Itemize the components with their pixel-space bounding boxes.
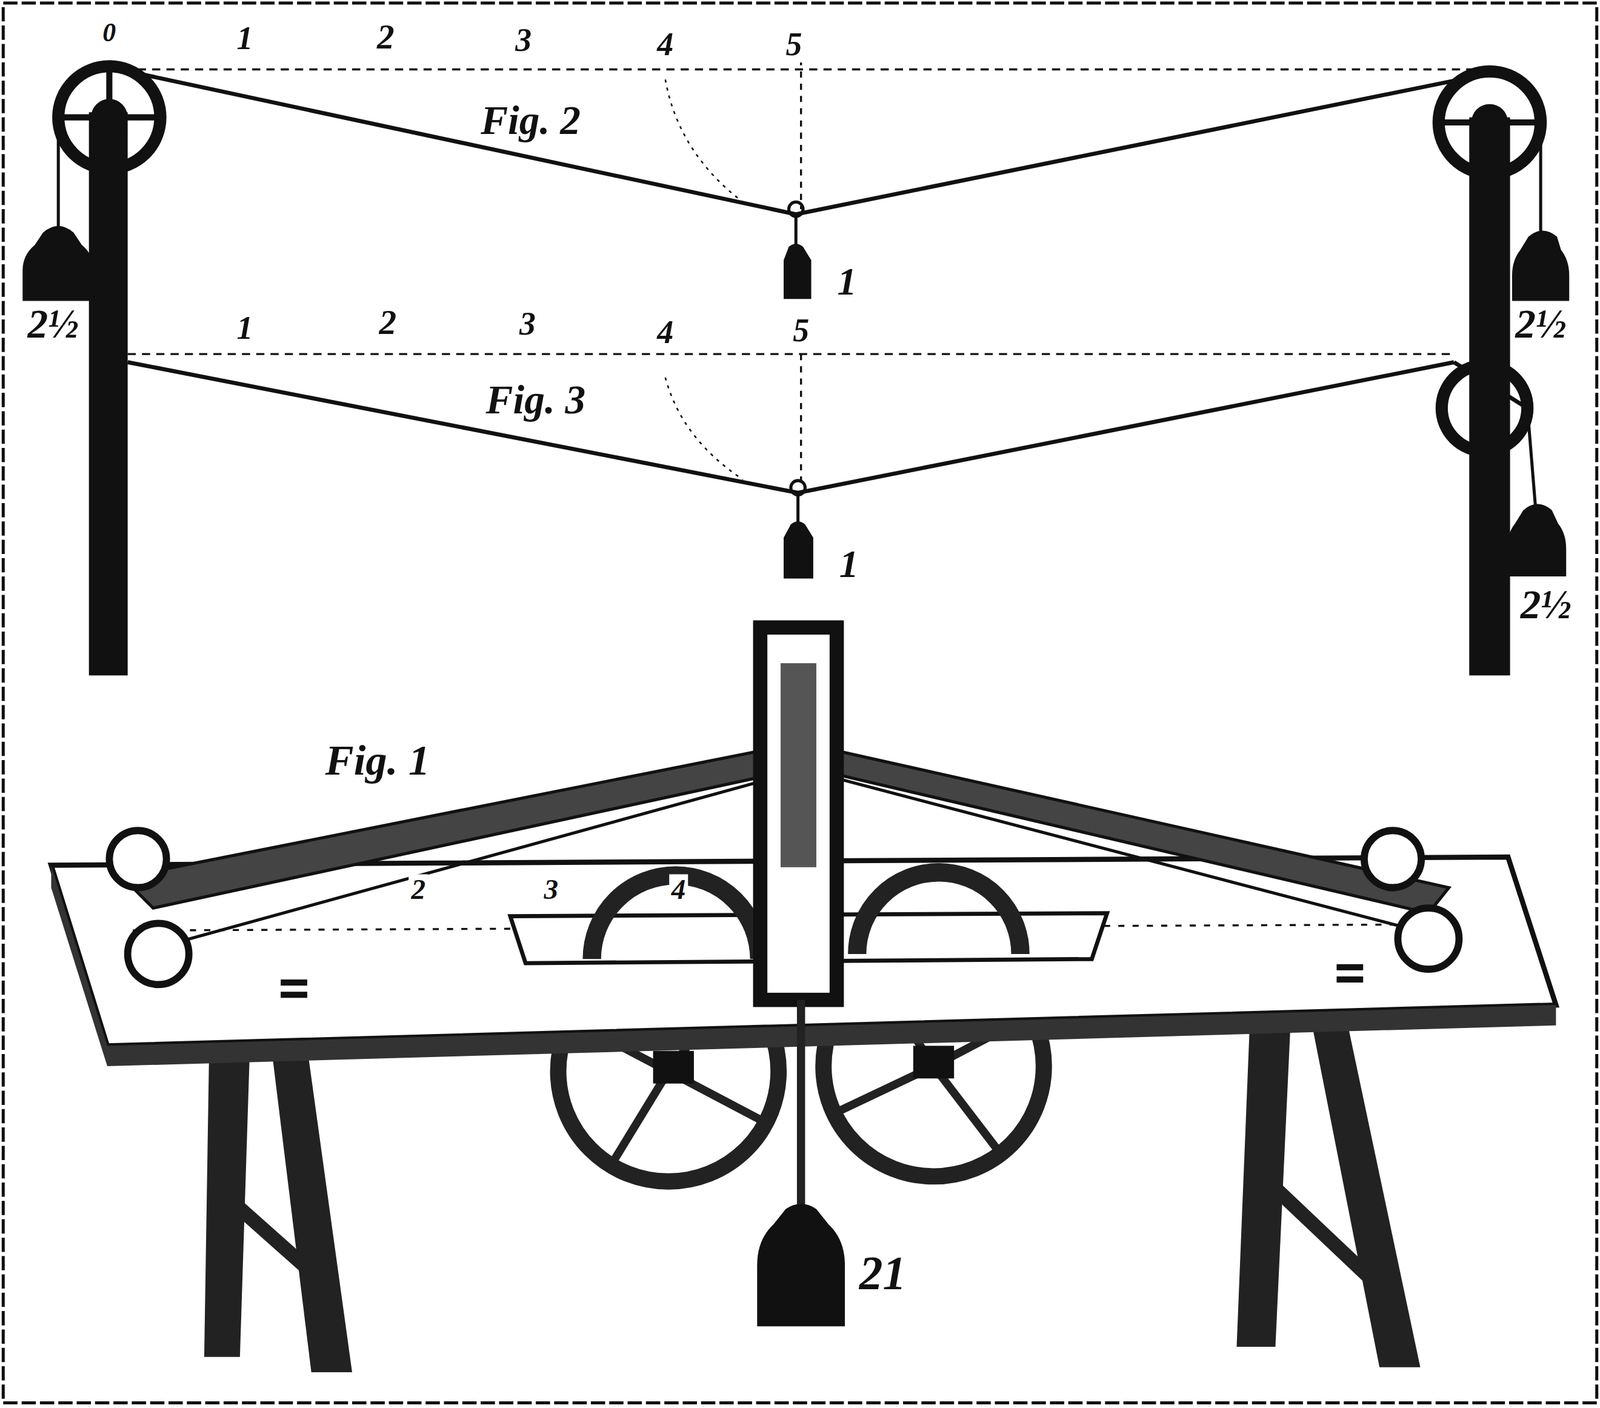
weight-label: 1 — [834, 261, 859, 303]
figure-label: Fig. 2 — [478, 98, 584, 142]
scale-mark: 3 — [541, 874, 561, 906]
figure-label: Fig. 3 — [483, 378, 589, 422]
scale-mark: 1 — [234, 21, 256, 57]
weight-label: 2½ — [24, 303, 81, 347]
scale-mark: 2 — [409, 874, 429, 906]
figure-three — [127, 341, 1567, 579]
scale-mark: 4 — [669, 874, 689, 906]
scale-mark: 4 — [654, 315, 676, 351]
figure-two — [22, 59, 1570, 676]
scale-mark: 3 — [516, 306, 539, 342]
weight-label: 2½ — [1512, 303, 1569, 347]
scale-mark: 2 — [376, 303, 399, 341]
weight-label: 21 — [856, 1248, 909, 1298]
scale-mark: 3 — [512, 23, 534, 59]
figure-label: Fig. 1 — [323, 737, 433, 784]
figure-one — [50, 627, 1556, 1373]
scale-mark: 2 — [374, 18, 397, 56]
scale-mark: 4 — [654, 27, 676, 63]
scale-mark: 0 — [100, 18, 119, 48]
frame — [3, 3, 1597, 1404]
weight-label: 1 — [836, 543, 862, 585]
scale-mark: 5 — [790, 313, 812, 349]
scale-mark: 5 — [783, 27, 805, 63]
weight-label: 2½ — [1518, 583, 1574, 627]
scale-mark: 1 — [234, 310, 256, 347]
